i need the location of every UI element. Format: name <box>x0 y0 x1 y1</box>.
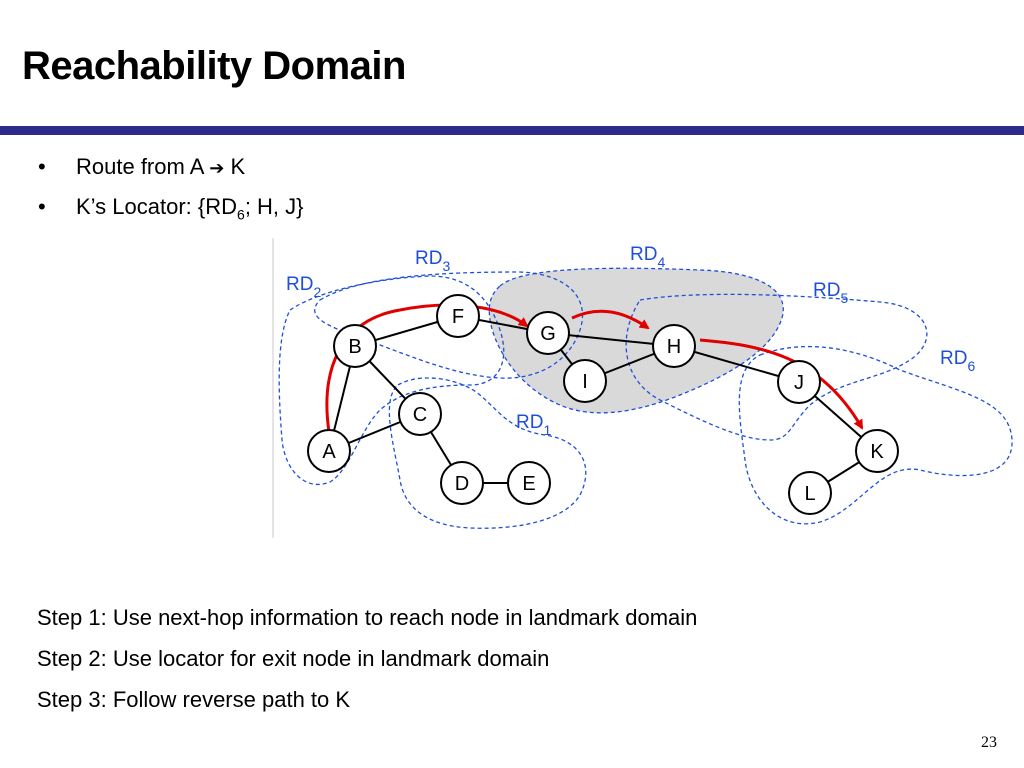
svg-text:F: F <box>452 306 464 328</box>
arrow-icon: ➔ <box>209 158 225 178</box>
node-a: A <box>307 429 351 473</box>
svg-text:H: H <box>667 336 681 358</box>
page-number: 23 <box>981 734 997 751</box>
domain-rd4 <box>488 267 784 414</box>
route-path <box>325 303 864 433</box>
bullet-route: • Route from A ➔ K <box>38 152 304 192</box>
svg-text:E: E <box>522 473 535 495</box>
step-2: Step 2: Use locator for exit node in lan… <box>37 646 550 671</box>
svg-text:D: D <box>455 473 469 495</box>
domain-rd5 <box>625 293 928 441</box>
node-b: B <box>333 324 377 368</box>
node-f: F <box>436 294 480 338</box>
graph-nodes: A B C D E F G H I J K L <box>307 294 899 515</box>
svg-text:G: G <box>540 323 556 345</box>
domain-rd1 <box>388 377 587 529</box>
step-1: Step 1: Use next-hop information to reac… <box>37 605 698 630</box>
domain-rd2 <box>278 275 505 486</box>
domain-label-rd5: RD5 <box>813 280 848 306</box>
node-i: I <box>563 359 607 403</box>
svg-text:K: K <box>870 441 884 463</box>
bullet-list: • Route from A ➔ K • K’s Locator: {RD6; … <box>38 152 304 232</box>
bullet-route-tail: K <box>224 154 246 179</box>
steps-list: Step 1: Use next-hop information to reac… <box>37 602 697 725</box>
svg-text:L: L <box>804 483 815 505</box>
domain-label-rd3: RD3 <box>415 248 450 274</box>
domain-label-rd4: RD4 <box>630 244 665 270</box>
bullet-marker: • <box>38 194 46 219</box>
bullet-locator-pre: K’s Locator: {RD <box>76 194 238 219</box>
bullet-locator: • K’s Locator: {RD6; H, J} <box>38 192 304 232</box>
svg-text:A: A <box>322 441 336 463</box>
title-rule <box>0 126 1024 135</box>
domain-rd6 <box>738 345 1013 525</box>
domain-label-rd6: RD6 <box>940 348 975 374</box>
node-e: E <box>507 461 551 505</box>
route-segment-h-k <box>699 338 864 430</box>
slide-title: Reachability Domain <box>22 44 406 88</box>
svg-text:J: J <box>794 372 804 394</box>
svg-text:I: I <box>582 371 588 393</box>
bullet-locator-post: ; H, J} <box>244 194 304 219</box>
node-c: C <box>398 392 442 436</box>
node-k: K <box>855 429 899 473</box>
bullet-marker: • <box>38 154 46 179</box>
svg-text:C: C <box>413 404 427 426</box>
route-segment-g-h <box>571 309 650 330</box>
bullet-locator-sub: 6 <box>237 206 245 223</box>
node-h: H <box>652 324 696 368</box>
node-l: L <box>788 471 832 515</box>
node-g: G <box>526 311 570 355</box>
svg-text:B: B <box>348 336 361 358</box>
route-segment-a-g <box>325 303 529 433</box>
node-d: D <box>440 461 484 505</box>
node-j: J <box>777 360 821 404</box>
bullet-route-text: Route from A <box>76 154 210 179</box>
domain-label-rd1: RD1 <box>516 412 551 438</box>
domain-label-rd2: RD2 <box>286 274 321 300</box>
step-3: Step 3: Follow reverse path to K <box>37 687 351 712</box>
